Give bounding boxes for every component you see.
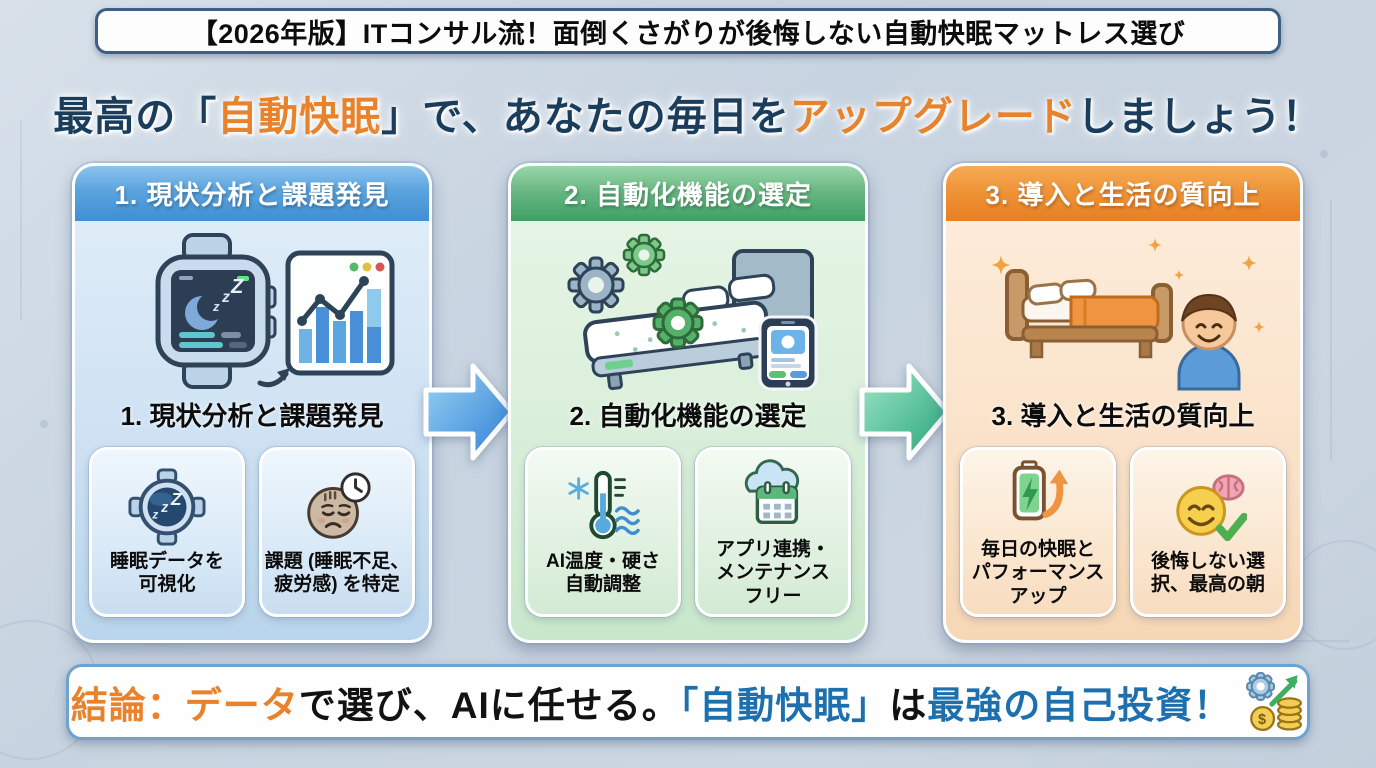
sub-card-sleep-data: z z Z 睡眠データを 可視化: [89, 447, 245, 617]
step-2-items: AI温度・硬さ 自動調整 アプリ連携・ メンテナンス フリー: [511, 435, 865, 617]
title-banner: 【2026年版】ITコンサル流！面倒くさがりが後悔しない自動快眠マットレス選び: [95, 8, 1281, 54]
background-decoration: [1320, 150, 1328, 158]
step-card-1: 1. 現状分析と課題発見 z z Z: [72, 163, 432, 643]
smartwatch-zzz-icon: z z Z: [128, 468, 206, 546]
conclusion-text: 結論：データで選び、AIに任せる。「自動快眠」は最強の自己投資！: [70, 685, 1232, 726]
sub-card-performance: 毎日の快眠と パフォーマンス アップ: [960, 447, 1116, 617]
step-2-label: 2. 自動化機能の選定: [569, 401, 807, 431]
svg-text:z: z: [160, 500, 169, 516]
sub-card-ai-adjustment: AI温度・硬さ 自動調整: [525, 447, 681, 617]
smile-brain-check-icon: [1176, 474, 1247, 541]
sleep-analysis-illustration: z z Z: [75, 225, 429, 397]
quality-of-life-illustration: [946, 225, 1300, 397]
cloud-calendar-icon: [744, 459, 800, 525]
conclusion-banner: 結論：データで選び、AIに任せる。「自動快眠」は最強の自己投資！ $: [66, 664, 1310, 740]
sub-card-app-maintenance-text: アプリ連携・ メンテナンス フリー: [715, 539, 830, 607]
step-3-items: 毎日の快眠と パフォーマンス アップ 後悔しない選 択、最高の朝: [946, 435, 1300, 617]
svg-text:z: z: [151, 509, 158, 522]
step-2-header: 2. 自動化機能の選定: [511, 166, 865, 221]
sub-card-no-regret-text: 後悔しない選 択、最高の朝: [1150, 550, 1265, 595]
sub-card-sleep-data-text: 睡眠データを 可視化: [109, 550, 224, 595]
svg-text:Z: Z: [170, 489, 183, 509]
sub-card-ai-adjustment-text: AI温度・硬さ 自動調整: [545, 550, 660, 595]
step-1-items: z z Z 睡眠データを 可視化 課題 (睡眠不: [75, 435, 429, 617]
sub-card-app-maintenance: アプリ連携・ メンテナンス フリー: [695, 447, 851, 617]
arrow-right-icon: [859, 363, 951, 461]
sub-card-no-regret: 後悔しない選 択、最高の朝: [1130, 447, 1286, 617]
svg-text:z: z: [212, 299, 220, 314]
flow-arrow-green: [859, 356, 951, 468]
automation-bed-illustration: [511, 225, 865, 397]
sub-card-performance-text: 毎日の快眠と パフォーマンス アップ: [971, 539, 1105, 607]
sub-card-problem: 課題 (睡眠不足、 疲労感) を特定: [259, 447, 415, 617]
flow-arrow-blue: [423, 356, 515, 468]
background-decoration: [40, 420, 48, 428]
smart-bed-graphic: [567, 233, 818, 391]
svg-text:$: $: [1258, 712, 1266, 728]
battery-performance-icon: [1012, 460, 1069, 521]
step-card-2: 2. 自動化機能の選定: [508, 163, 868, 643]
arrow-right-icon: [423, 363, 515, 461]
page-title: 【2026年版】ITコンサル流！面倒くさがりが後悔しない自動快眠マットレス選び: [190, 18, 1186, 49]
tired-face-clock-icon: [307, 472, 371, 539]
step-1-label: 1. 現状分析と課題発見: [120, 401, 384, 431]
background-decoration: [20, 120, 22, 320]
svg-text:z: z: [221, 289, 230, 306]
sub-card-problem-text: 課題 (睡眠不足、 疲労感) を特定: [264, 550, 410, 595]
smartwatch-chart-graphic: z z Z: [155, 233, 395, 389]
step-1-header: 1. 現状分析と課題発見: [75, 166, 429, 221]
step-3-header: 3. 導入と生活の質向上: [946, 166, 1300, 221]
gear-coins-growth-icon: $: [1246, 672, 1303, 732]
svg-text:Z: Z: [230, 276, 244, 298]
step-3-label: 3. 導入と生活の質向上: [991, 401, 1255, 431]
step-card-3: 3. 導入と生活の質向上: [943, 163, 1303, 643]
background-decoration: [1330, 200, 1332, 460]
thermometer-adjust-icon: [568, 470, 640, 540]
bed-happy-person-graphic: [991, 238, 1265, 391]
subtitle: 最高の「自動快眠」で、あなたの毎日をアップグレードしましょう！: [53, 95, 1323, 139]
